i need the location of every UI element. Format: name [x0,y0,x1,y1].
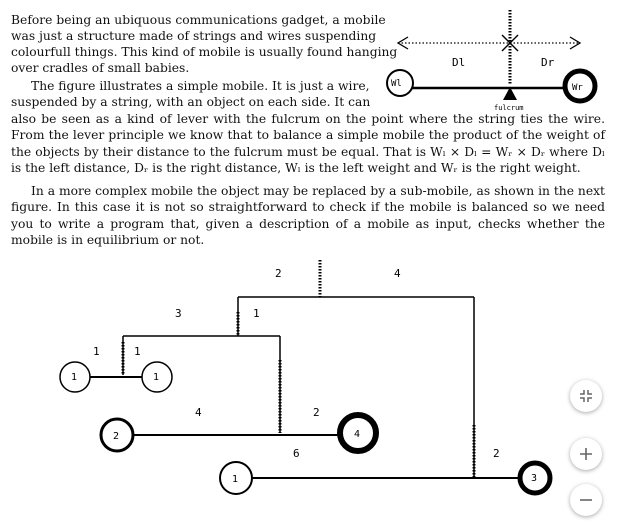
sub-b-left-weight-label: 1 [71,372,77,383]
paragraph-1-line-4: over cradles of small babies. [11,61,190,75]
top-right-dist-label: 4 [394,267,401,280]
arrow-right-icon [569,36,582,50]
arrow-left-icon [396,36,409,50]
sub-c-right-dist-label: 2 [313,406,320,419]
minus-icon [580,499,592,501]
collapse-icon [580,390,592,402]
sub-b-right-weight [141,361,173,393]
sub-c-left-weight-label: 2 [113,431,119,442]
paragraph-1-line-3: colourfull things. This kind of mobile i… [11,45,398,59]
paragraph-1-line-5: The figure illustrates a simple mobile. … [31,79,370,93]
sub-d-left-weight-label: 1 [232,474,238,485]
zoom-in-button[interactable] [570,438,602,470]
sub-b-left-dist-label: 1 [93,345,100,358]
left-weight [386,69,414,97]
sub-a-right-dist-label: 1 [253,307,260,320]
sub-c-right-weight-label: 4 [354,429,360,440]
zoom-out-button[interactable] [570,484,602,516]
sub-a-left-dist-label: 3 [175,307,182,320]
fulcrum-label: fulcrum [494,104,524,112]
sub-c-left-weight [99,417,135,453]
paragraph-1-line-1: Before being an ubiquous communications … [11,13,386,27]
right-weight [562,68,598,104]
sub-b-left-weight [59,361,91,393]
paragraph-1-rest: also be seen as a kind of lever with the… [11,112,605,176]
top-left-dist-label: 2 [275,267,282,280]
sub-c-left-dist-label: 4 [195,406,202,419]
wr-label: Wr [572,83,583,93]
collapse-button[interactable] [570,380,602,412]
dl-label: Dl [452,56,465,69]
simple-mobile-figure: Dl Dr Wl Wr fulcrum [386,10,598,112]
fulcrum-triangle-icon [503,87,517,100]
sub-d-right-weight-label: 3 [531,473,537,484]
plus-icon [580,448,592,460]
sub-b-right-weight-label: 1 [153,372,159,383]
wl-label: Wl [391,79,402,89]
sub-d-left-dist-label: 6 [293,447,300,460]
sub-d-left-weight [219,461,253,495]
sub-d-right-dist-label: 2 [493,447,500,460]
complex-mobile-figure: 2 4 3 1 1 1 4 2 6 2 1 1 2 4 1 3 [59,260,553,496]
dr-label: Dr [541,56,555,69]
sub-d-right-weight [517,460,553,496]
sub-c-right-weight [337,412,379,454]
paragraph-1-line-6: suspended by a string, with an object on… [11,95,371,109]
sub-b-right-dist-label: 1 [134,345,141,358]
paragraph-1-line-2: was just a structure made of strings and… [11,29,377,43]
paragraph-2: In a more complex mobile the object may … [11,184,605,248]
